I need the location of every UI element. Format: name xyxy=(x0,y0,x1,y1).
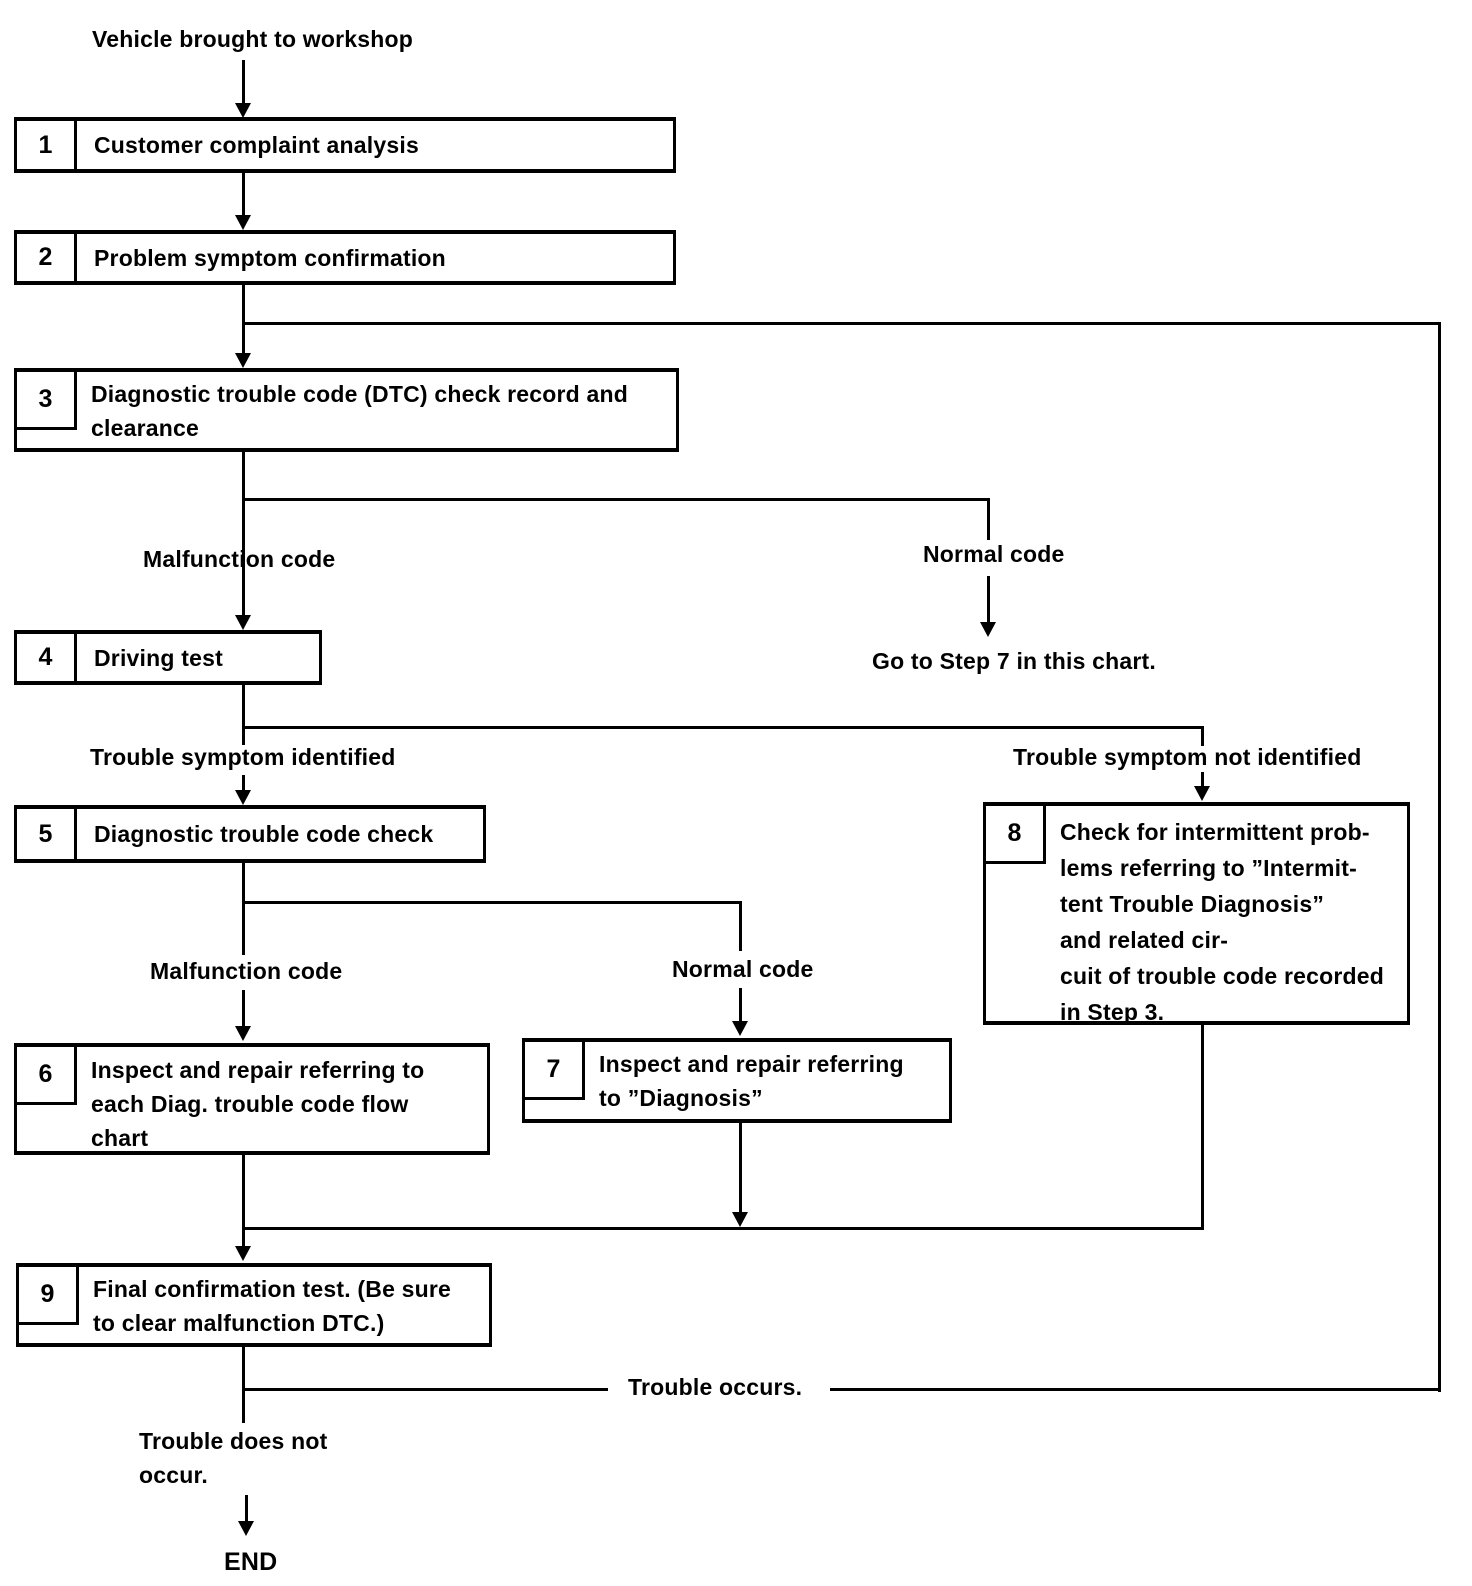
symptom-identified-label: Trouble symptom identified xyxy=(90,744,396,770)
end-label: END xyxy=(224,1548,278,1576)
trouble-does-not-occur-label: Trouble does not xyxy=(139,1428,328,1454)
branch-line xyxy=(1201,726,1204,746)
step-1-box: 1 Customer complaint analysis xyxy=(14,117,676,173)
trouble-occurs-line xyxy=(830,1388,1441,1391)
flow-line xyxy=(1201,1025,1204,1230)
flow-line xyxy=(242,452,245,617)
step-7-text: Inspect and repair referring to ”Diagnos… xyxy=(599,1051,904,1111)
step-5-number: 5 xyxy=(17,809,77,859)
arrowhead-icon xyxy=(1194,786,1210,801)
step-1-number: 1 xyxy=(17,121,77,169)
step-6-number: 6 xyxy=(17,1047,77,1105)
branch-line xyxy=(987,576,990,624)
step-2-text: Problem symptom confirmation xyxy=(94,244,446,271)
step-6-text: Inspect and repair referring to each Dia… xyxy=(91,1057,425,1151)
arrowhead-icon xyxy=(235,1246,251,1261)
step-8-text: Check for intermittent prob- lems referr… xyxy=(1060,819,1385,1025)
arrowhead-icon xyxy=(235,215,251,230)
step-6-box: 6 Inspect and repair referring to each D… xyxy=(14,1043,490,1155)
flow-line xyxy=(242,863,245,955)
step-3-text: Diagnostic trouble code (DTC) check reco… xyxy=(91,381,629,441)
arrowhead-icon xyxy=(980,622,996,637)
flow-line xyxy=(242,60,245,106)
malfunction-code-label: Malfunction code xyxy=(143,546,336,572)
flow-line xyxy=(242,1347,245,1423)
flow-line xyxy=(242,775,245,793)
trouble-does-not-occur-label: occur. xyxy=(139,1462,208,1488)
flow-line xyxy=(739,1123,742,1215)
step-8-number: 8 xyxy=(986,806,1046,864)
feedback-line xyxy=(242,322,1441,325)
step-5-box: 5 Diagnostic trouble code check xyxy=(14,805,486,863)
malfunction-code-label: Malfunction code xyxy=(150,958,343,984)
trouble-occurs-line xyxy=(242,1388,608,1391)
flow-line xyxy=(242,990,245,1030)
step-4-number: 4 xyxy=(17,634,77,681)
branch-line xyxy=(242,726,1204,729)
flow-line xyxy=(242,285,245,355)
step-9-text: Final confirmation test. (Be sure to cle… xyxy=(93,1276,452,1336)
branch-line xyxy=(739,901,742,951)
arrowhead-icon xyxy=(235,790,251,805)
normal-code-label: Normal code xyxy=(672,956,814,982)
branch-line xyxy=(242,901,742,904)
goto-step7-label: Go to Step 7 in this chart. xyxy=(872,648,1156,674)
flow-line xyxy=(245,1495,248,1523)
step-2-box: 2 Problem symptom confirmation xyxy=(14,230,676,285)
step-2-number: 2 xyxy=(17,234,77,281)
step-4-box: 4 Driving test xyxy=(14,630,322,685)
arrowhead-icon xyxy=(235,615,251,630)
symptom-not-identified-label: Trouble symptom not identified xyxy=(1013,744,1362,770)
start-label: Vehicle brought to workshop xyxy=(92,26,414,52)
branch-line xyxy=(987,498,990,540)
flow-line xyxy=(242,1155,245,1248)
arrowhead-icon xyxy=(235,353,251,368)
branch-line xyxy=(242,498,990,501)
trouble-occurs-label: Trouble occurs. xyxy=(628,1374,803,1400)
branch-line xyxy=(739,988,742,1026)
step-1-text: Customer complaint analysis xyxy=(94,132,419,158)
step-8-box: 8 Check for intermittent prob- lems refe… xyxy=(983,802,1410,1025)
step-9-number: 9 xyxy=(19,1267,79,1325)
flow-line xyxy=(242,685,245,745)
arrowhead-icon xyxy=(235,1026,251,1041)
branch-line xyxy=(1201,772,1204,788)
arrowhead-icon xyxy=(235,103,251,118)
feedback-line xyxy=(1438,322,1441,1392)
arrowhead-icon xyxy=(732,1021,748,1036)
step-9-box: 9 Final confirmation test. (Be sure to c… xyxy=(16,1263,492,1347)
step-3-box: 3 Diagnostic trouble code (DTC) check re… xyxy=(14,368,679,452)
step-4-text: Driving test xyxy=(94,644,223,671)
arrowhead-icon xyxy=(732,1212,748,1227)
step-5-text: Diagnostic trouble code check xyxy=(94,821,434,847)
arrowhead-icon xyxy=(238,1521,254,1536)
step-7-number: 7 xyxy=(525,1042,585,1100)
normal-code-label: Normal code xyxy=(923,541,1065,567)
merge-line xyxy=(242,1227,1204,1230)
step-7-box: 7 Inspect and repair referring to ”Diagn… xyxy=(522,1038,952,1123)
step-3-number: 3 xyxy=(17,372,77,430)
flow-line xyxy=(242,173,245,216)
